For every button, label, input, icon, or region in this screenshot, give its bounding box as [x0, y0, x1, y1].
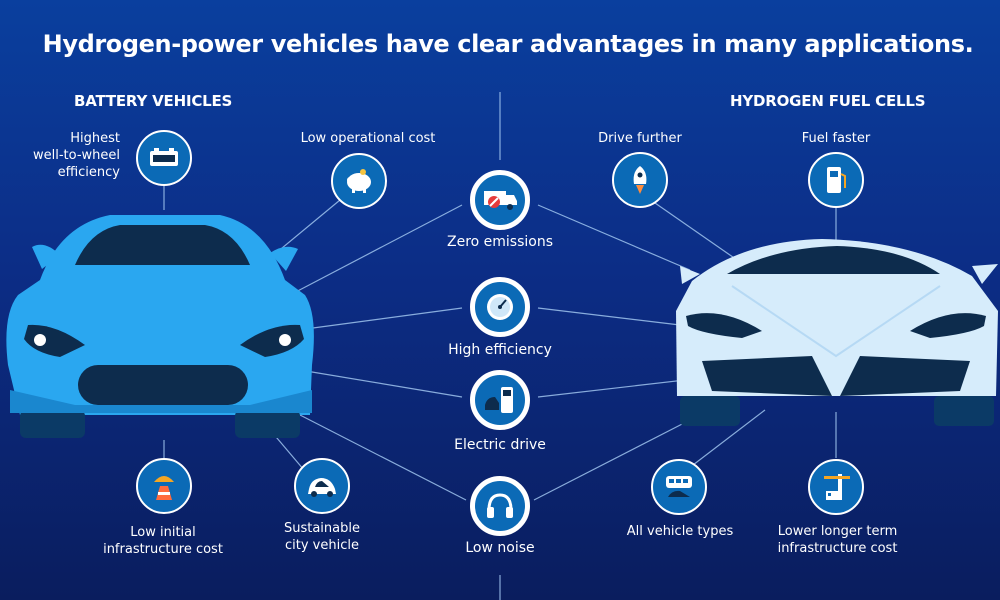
battery-car-illustration: [6, 215, 314, 438]
rocket-icon: [612, 152, 668, 208]
page-title: Hydrogen-power vehicles have clear advan…: [42, 30, 974, 58]
ev-charger-icon: [470, 370, 530, 430]
fuel-pump-icon: [808, 152, 864, 208]
city-car-icon: [294, 458, 350, 514]
benefit-label-longer-term-infrastructure: Lower longer term infrastructure cost: [777, 524, 898, 556]
gauge-icon: [470, 277, 530, 337]
battery-vehicles-heading: BATTERY VEHICLES: [74, 92, 233, 110]
vehicles-icon: [651, 459, 707, 515]
benefit-label-all-vehicle-types: All vehicle types: [626, 524, 734, 539]
industrial-crane-icon: [808, 459, 864, 515]
benefit-label-drive-further: Drive further: [598, 131, 682, 146]
no-emissions-truck-icon: [470, 170, 530, 230]
hydrogen-fuel-cells-heading: HYDROGEN FUEL CELLS: [730, 92, 926, 110]
benefit-label-city-vehicle: Sustainable city vehicle: [283, 521, 360, 553]
benefit-label-efficiency: Highest well-to-wheel efficiency: [32, 131, 120, 180]
hydrogen-car-illustration: [676, 239, 998, 426]
benefit-label-initial-infrastructure: Low initial infrastructure cost: [103, 525, 223, 557]
shared-label-zero-emissions: Zero emissions: [446, 234, 554, 250]
shared-label-electric-drive: Electric drive: [454, 437, 546, 453]
shared-label-high-efficiency: High efficiency: [448, 342, 552, 358]
construction-icon: [136, 458, 192, 514]
benefit-label-operational-cost: Low operational cost: [300, 131, 436, 146]
shared-label-low-noise: Low noise: [465, 540, 535, 556]
benefit-label-fuel-faster: Fuel faster: [801, 131, 871, 146]
piggy-bank-icon: [331, 153, 387, 209]
battery-icon: [136, 130, 192, 186]
headphones-icon: [470, 476, 530, 536]
